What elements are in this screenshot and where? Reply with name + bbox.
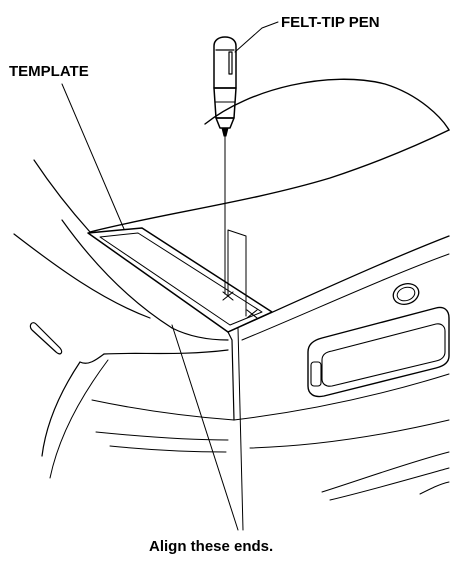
- license-plate-recess: [307, 306, 450, 398]
- template-outer: [87, 227, 273, 333]
- emblem: [392, 283, 420, 305]
- template-inner: [99, 232, 263, 326]
- template-strip: [87, 227, 273, 333]
- cross-mark-2: [246, 309, 258, 319]
- label-template: TEMPLATE: [9, 63, 89, 80]
- car-body-outline: [13, 78, 450, 501]
- label-align-ends: Align these ends.: [149, 538, 273, 555]
- felt-tip-pen-icon: [213, 36, 237, 295]
- plate-light-left: [310, 361, 322, 387]
- label-felt-tip-pen: FELT-TIP PEN: [281, 14, 380, 31]
- template-leader-line: [61, 83, 125, 230]
- pen-leader-line: [234, 21, 279, 53]
- leader-lines: [61, 21, 279, 531]
- align-leader-right: [237, 327, 244, 531]
- align-leader-left: [171, 324, 239, 531]
